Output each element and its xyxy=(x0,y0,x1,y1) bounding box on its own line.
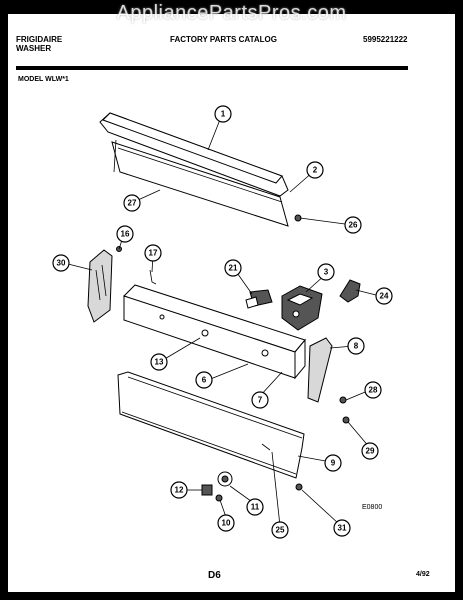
callout-3: 3 xyxy=(317,263,335,281)
svg-text:26: 26 xyxy=(349,221,358,230)
part-clip-17 xyxy=(149,269,157,285)
svg-text:28: 28 xyxy=(369,386,378,395)
part-front-panel-9 xyxy=(117,371,305,479)
svg-text:12: 12 xyxy=(175,486,184,495)
svg-text:7: 7 xyxy=(258,396,263,405)
callout-16: 16 xyxy=(116,225,134,243)
brand-line1: FRIGIDAIRE xyxy=(16,35,63,44)
svg-text:24: 24 xyxy=(380,292,389,301)
svg-text:27: 27 xyxy=(128,199,137,208)
svg-text:9: 9 xyxy=(331,459,336,468)
part-console-cap xyxy=(99,112,289,197)
part-screw-28 xyxy=(339,396,347,404)
svg-text:25: 25 xyxy=(276,526,285,535)
diagram-code: E0800 xyxy=(362,504,383,511)
callout-26: 26 xyxy=(344,216,362,234)
part-washer-10 xyxy=(215,494,223,502)
callout-9: 9 xyxy=(324,454,342,472)
part-screw-31 xyxy=(295,483,303,491)
part-knob-11 xyxy=(217,471,233,487)
callout-6: 6 xyxy=(195,371,213,389)
callout-25: 25 xyxy=(271,521,289,539)
model-label: MODEL WLW*1 xyxy=(18,76,69,83)
svg-text:30: 30 xyxy=(57,259,66,268)
callout-21: 21 xyxy=(224,259,242,277)
page-code: D6 xyxy=(208,570,221,581)
callout-7: 7 xyxy=(251,391,269,409)
part-switch-21 xyxy=(245,289,273,309)
callout-24: 24 xyxy=(375,287,393,305)
header-rule xyxy=(16,66,408,70)
callout-8: 8 xyxy=(347,337,365,355)
callout-28: 28 xyxy=(364,381,382,399)
callout-30: 30 xyxy=(52,254,70,272)
svg-text:31: 31 xyxy=(338,524,347,533)
part-backing-panel xyxy=(111,139,289,227)
svg-text:1: 1 xyxy=(221,110,226,119)
part-screw-29 xyxy=(342,416,350,424)
svg-text:16: 16 xyxy=(121,230,130,239)
part-knob-12 xyxy=(201,484,213,496)
callout-31: 31 xyxy=(333,519,351,537)
svg-text:11: 11 xyxy=(251,503,260,512)
callout-17: 17 xyxy=(144,244,162,262)
callout-11: 11 xyxy=(246,498,264,516)
svg-text:29: 29 xyxy=(366,447,375,456)
callout-1: 1 xyxy=(214,105,232,123)
svg-text:17: 17 xyxy=(149,249,158,258)
callout-13: 13 xyxy=(150,353,168,371)
part-end-cap-8 xyxy=(307,337,333,403)
brand-line2: WASHER xyxy=(16,44,52,53)
date-code: 4/92 xyxy=(416,571,430,578)
callout-27: 27 xyxy=(123,194,141,212)
svg-text:13: 13 xyxy=(155,358,164,367)
callout-10: 10 xyxy=(217,514,235,532)
watermark-text: AppliancePartsPros.com xyxy=(116,2,347,24)
catalog-title: FACTORY PARTS CATALOG xyxy=(170,35,277,44)
callout-12: 12 xyxy=(170,481,188,499)
svg-text:10: 10 xyxy=(222,519,231,528)
part-end-bracket xyxy=(87,249,113,323)
part-timer-3 xyxy=(281,285,323,331)
part-harness-24 xyxy=(339,279,361,303)
callout-2: 2 xyxy=(306,161,324,179)
svg-text:6: 6 xyxy=(202,376,207,385)
part-control-panel xyxy=(123,284,306,380)
svg-text:2: 2 xyxy=(313,166,318,175)
svg-text:8: 8 xyxy=(354,342,359,351)
callout-29: 29 xyxy=(361,442,379,460)
catalog-number: 5995221222 xyxy=(363,35,408,44)
svg-text:21: 21 xyxy=(229,264,238,273)
svg-text:3: 3 xyxy=(324,268,329,277)
